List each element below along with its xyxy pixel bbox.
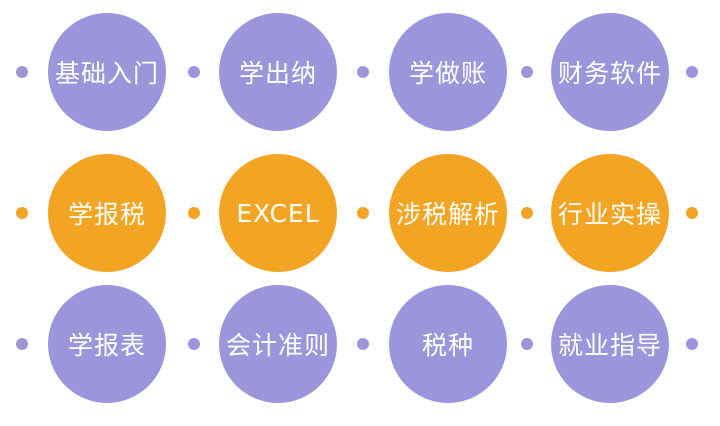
topic-label: 税种 bbox=[421, 331, 474, 360]
dot-separator bbox=[188, 207, 200, 219]
topic-circle-accounting-standards[interactable]: 会计准则 bbox=[219, 285, 337, 403]
dot-separator bbox=[521, 338, 533, 350]
topic-circle-career-guidance[interactable]: 就业指导 bbox=[551, 285, 669, 403]
dot-separator bbox=[686, 66, 698, 78]
topic-circle-excel[interactable]: EXCEL bbox=[219, 154, 337, 272]
dot-separator bbox=[357, 207, 369, 219]
dot-separator bbox=[357, 66, 369, 78]
dot-separator bbox=[521, 207, 533, 219]
topic-circle-finance-software[interactable]: 财务软件 bbox=[551, 13, 669, 131]
topic-label: 学出纳 bbox=[238, 59, 317, 88]
topic-label: 就业指导 bbox=[557, 331, 662, 360]
dot-separator bbox=[16, 66, 28, 78]
dot-separator bbox=[521, 66, 533, 78]
topic-row-3: 学报表 会计准则 税种 就业指导 bbox=[0, 285, 720, 405]
topic-label: EXCEL bbox=[236, 198, 320, 228]
topic-circle-statements[interactable]: 学报表 bbox=[48, 285, 166, 403]
dot-separator bbox=[686, 207, 698, 219]
dot-separator bbox=[16, 338, 28, 350]
topic-circle-basics[interactable]: 基础入门 bbox=[48, 13, 166, 131]
topic-row-2: 学报税 EXCEL 涉税解析 行业实操 bbox=[0, 154, 720, 274]
dot-separator bbox=[16, 207, 28, 219]
topic-circle-tax-filing[interactable]: 学报税 bbox=[48, 154, 166, 272]
dot-separator bbox=[188, 66, 200, 78]
topic-label: 学做账 bbox=[408, 59, 487, 88]
dot-separator bbox=[188, 338, 200, 350]
topic-circle-industry-practice[interactable]: 行业实操 bbox=[551, 154, 669, 272]
topic-row-1: 基础入门 学出纳 学做账 财务软件 bbox=[0, 13, 720, 133]
topic-label: 会计准则 bbox=[225, 331, 330, 360]
dot-separator bbox=[686, 338, 698, 350]
topic-circle-cashier[interactable]: 学出纳 bbox=[219, 13, 337, 131]
topic-circle-bookkeeping[interactable]: 学做账 bbox=[389, 13, 507, 131]
topic-circle-tax-types[interactable]: 税种 bbox=[389, 285, 507, 403]
topic-label: 学报税 bbox=[67, 200, 146, 229]
topic-label: 行业实操 bbox=[557, 200, 662, 229]
topic-circle-tax-analysis[interactable]: 涉税解析 bbox=[389, 154, 507, 272]
topic-label: 财务软件 bbox=[557, 59, 662, 88]
topic-label: 涉税解析 bbox=[395, 200, 500, 229]
dot-separator bbox=[357, 338, 369, 350]
topic-label: 基础入门 bbox=[54, 59, 159, 88]
topic-label: 学报表 bbox=[67, 331, 146, 360]
